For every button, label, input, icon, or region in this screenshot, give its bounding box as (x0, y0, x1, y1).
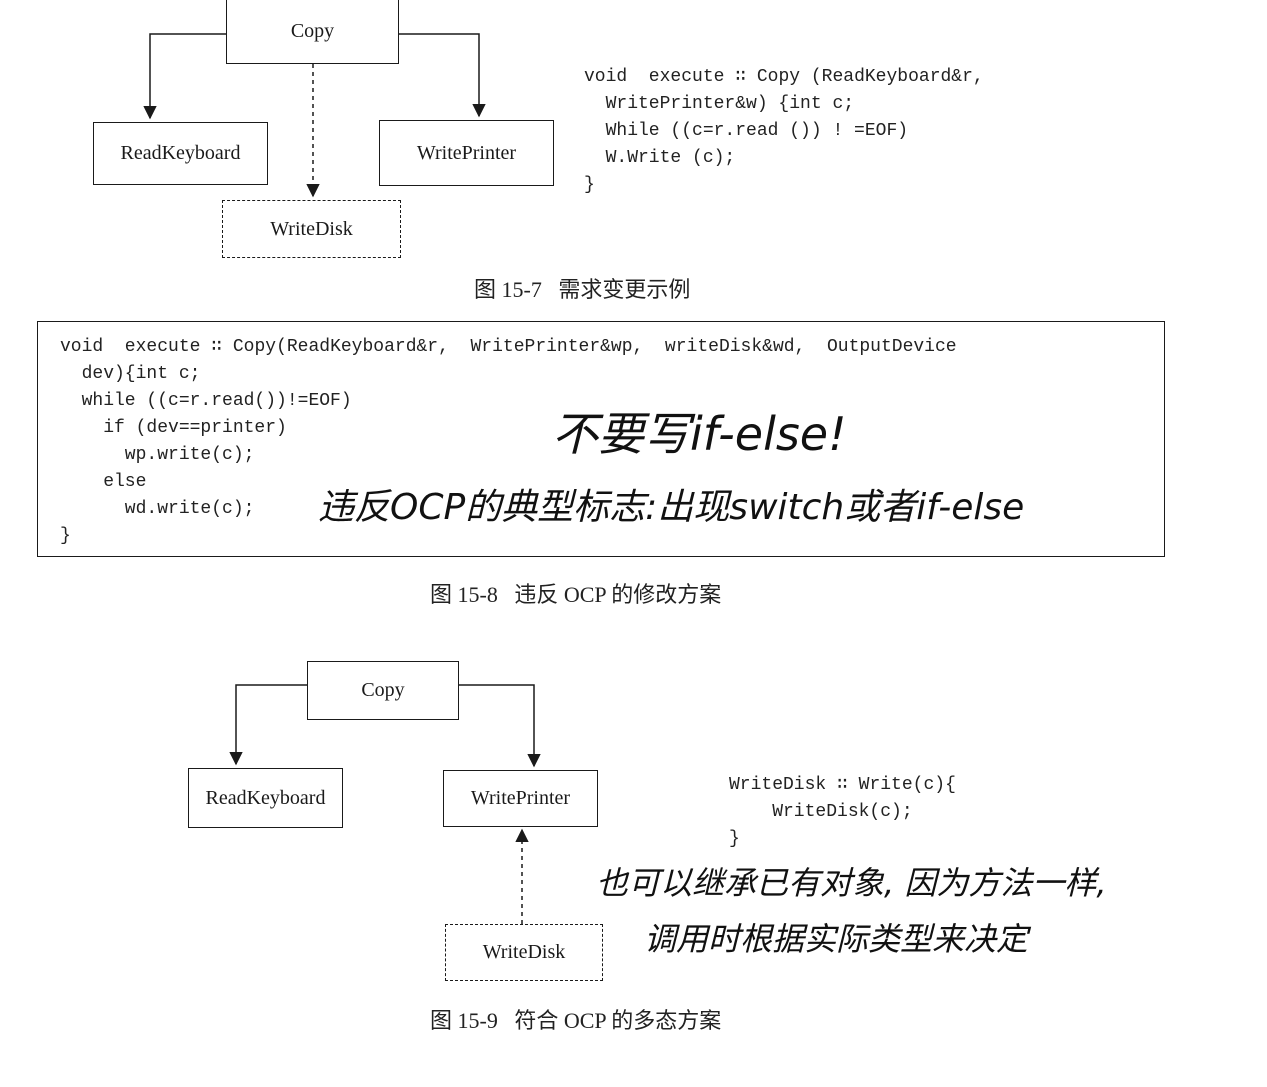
code-line: WriteDisk(c); (729, 802, 913, 822)
arrow-copy-to-readkeyboard-2 (229, 684, 307, 766)
box-readkeyboard: ReadKeyboard (93, 122, 268, 185)
code-line: } (60, 526, 71, 546)
code-line: WritePrinter&w) {int c; (584, 94, 855, 114)
handwritten-note-inherit: 也可以继承已有对象, 因为方法一样, (596, 864, 1107, 902)
code-line: void execute ∷ Copy(ReadKeyboard&r, Writ… (60, 337, 957, 357)
box-writeprinter: WritePrinter (379, 120, 554, 186)
box-copy: Copy (226, 0, 399, 64)
figure-caption-15-7: 图 15-7 需求变更示例 (474, 277, 691, 302)
box-readkeyboard-2: ReadKeyboard (188, 768, 343, 828)
code-line: wp.write(c); (60, 445, 255, 465)
box-writedisk-2: WriteDisk (445, 924, 603, 981)
code-line: wd.write(c); (60, 499, 255, 519)
fig9-code: WriteDisk ∷ Write(c){ WriteDisk(c); } (729, 772, 956, 853)
arrow-copy-to-writeprinter (398, 33, 486, 118)
code-line: } (729, 829, 740, 849)
figure-caption-15-8: 图 15-8 违反 OCP 的修改方案 (430, 582, 722, 607)
code-line: dev){int c; (60, 364, 201, 384)
code-line: WriteDisk ∷ Write(c){ (729, 775, 956, 795)
code-line: else (60, 472, 147, 492)
handwritten-note-call: 调用时根据实际类型来决定 (644, 920, 1029, 958)
box-copy-2: Copy (307, 661, 459, 720)
fig7-code: void execute ∷ Copy (ReadKeyboard&r, Wri… (584, 64, 984, 199)
code-line: While ((c=r.read ()) ! =EOF) (584, 121, 909, 141)
arrow-copy-to-readkeyboard (143, 33, 226, 120)
handwritten-note-ocp-violation: 违反OCP的典型标志:出现switch或者if-else (318, 487, 1025, 528)
handwritten-note-no-if-else: 不要写if-else! (552, 407, 847, 461)
code-box-fig8: void execute ∷ Copy(ReadKeyboard&r, Writ… (37, 321, 1165, 557)
code-line: } (584, 175, 595, 195)
code-line: if (dev==printer) (60, 418, 287, 438)
arrow-copy-to-writeprinter-2 (459, 684, 541, 768)
box-writedisk: WriteDisk (222, 200, 401, 258)
figure-caption-15-9: 图 15-9 符合 OCP 的多态方案 (430, 1008, 722, 1033)
code-line: void execute ∷ Copy (ReadKeyboard&r, (584, 67, 984, 87)
box-writeprinter-2: WritePrinter (443, 770, 598, 827)
code-line: W.Write (c); (584, 148, 736, 168)
code-line: while ((c=r.read())!=EOF) (60, 391, 352, 411)
